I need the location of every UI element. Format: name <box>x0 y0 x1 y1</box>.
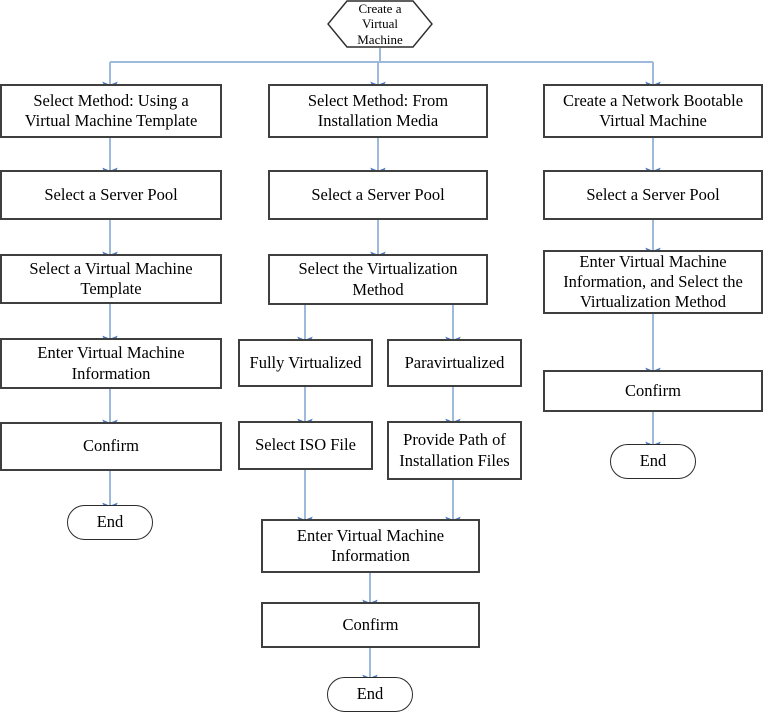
node-enter-vm-information-select-virtualization[interactable]: Enter Virtual Machine Information, and S… <box>543 250 763 314</box>
node-label: Select a Server Pool <box>311 184 445 204</box>
node-label: Enter Virtual Machine Information, and S… <box>563 251 743 312</box>
node-label: Select a Virtual Machine Template <box>29 258 193 298</box>
node-label: Select ISO File <box>255 435 356 455</box>
node-label: Fully Virtualized <box>249 352 362 372</box>
node-confirm-col1[interactable]: Confirm <box>0 422 222 471</box>
node-select-server-pool-col3[interactable]: Select a Server Pool <box>543 170 763 220</box>
end-node-col1[interactable]: End <box>67 505 153 540</box>
node-create-network-bootable-vm[interactable]: Create a Network Bootable Virtual Machin… <box>543 84 763 138</box>
node-provide-path-installation-files[interactable]: Provide Path of Installation Files <box>387 421 522 480</box>
node-fully-virtualized[interactable]: Fully Virtualized <box>238 339 373 387</box>
node-enter-vm-information-col1[interactable]: Enter Virtual Machine Information <box>0 338 222 389</box>
node-label: Select Method: From Installation Media <box>307 90 449 130</box>
node-select-server-pool-col2[interactable]: Select a Server Pool <box>268 170 488 220</box>
node-label: End <box>356 684 384 704</box>
node-label: Select the Virtualization Method <box>298 259 458 299</box>
node-label: Confirm <box>83 436 139 456</box>
node-label: Select Method: Using a Virtual Machine T… <box>24 90 198 130</box>
node-label: End <box>639 451 667 471</box>
node-confirm-col2[interactable]: Confirm <box>261 602 480 648</box>
hexagon-shape <box>327 0 433 48</box>
node-label: Confirm <box>342 614 399 634</box>
node-label: Provide Path of Installation Files <box>399 430 510 470</box>
node-label: Enter Virtual Machine Information <box>37 343 185 383</box>
end-node-col2[interactable]: End <box>327 677 413 712</box>
node-select-virtualization-method[interactable]: Select the Virtualization Method <box>268 254 488 305</box>
node-select-iso-file[interactable]: Select ISO File <box>238 421 373 470</box>
node-label: Select a Server Pool <box>586 184 720 204</box>
node-label: Enter Virtual Machine Information <box>296 525 445 565</box>
node-select-server-pool-col1[interactable]: Select a Server Pool <box>0 170 222 220</box>
node-confirm-col3[interactable]: Confirm <box>543 370 763 412</box>
node-paravirtualized[interactable]: Paravirtualized <box>387 339 522 387</box>
node-label: Confirm <box>625 380 681 400</box>
node-select-method-template[interactable]: Select Method: Using a Virtual Machine T… <box>0 84 222 138</box>
node-select-method-installation-media[interactable]: Select Method: From Installation Media <box>268 84 488 138</box>
node-label: End <box>96 512 124 532</box>
start-node-label: Create a Virtual Machine <box>357 1 403 47</box>
node-label: Paravirtualized <box>404 352 505 372</box>
node-select-virtual-machine-template[interactable]: Select a Virtual Machine Template <box>0 254 222 304</box>
node-enter-vm-information-col2[interactable]: Enter Virtual Machine Information <box>261 519 480 573</box>
node-label: Create a Network Bootable Virtual Machin… <box>562 90 744 130</box>
end-node-col3[interactable]: End <box>610 444 696 479</box>
start-node-create-virtual-machine[interactable]: Create a Virtual Machine <box>327 0 433 48</box>
node-label: Select a Server Pool <box>44 184 178 204</box>
